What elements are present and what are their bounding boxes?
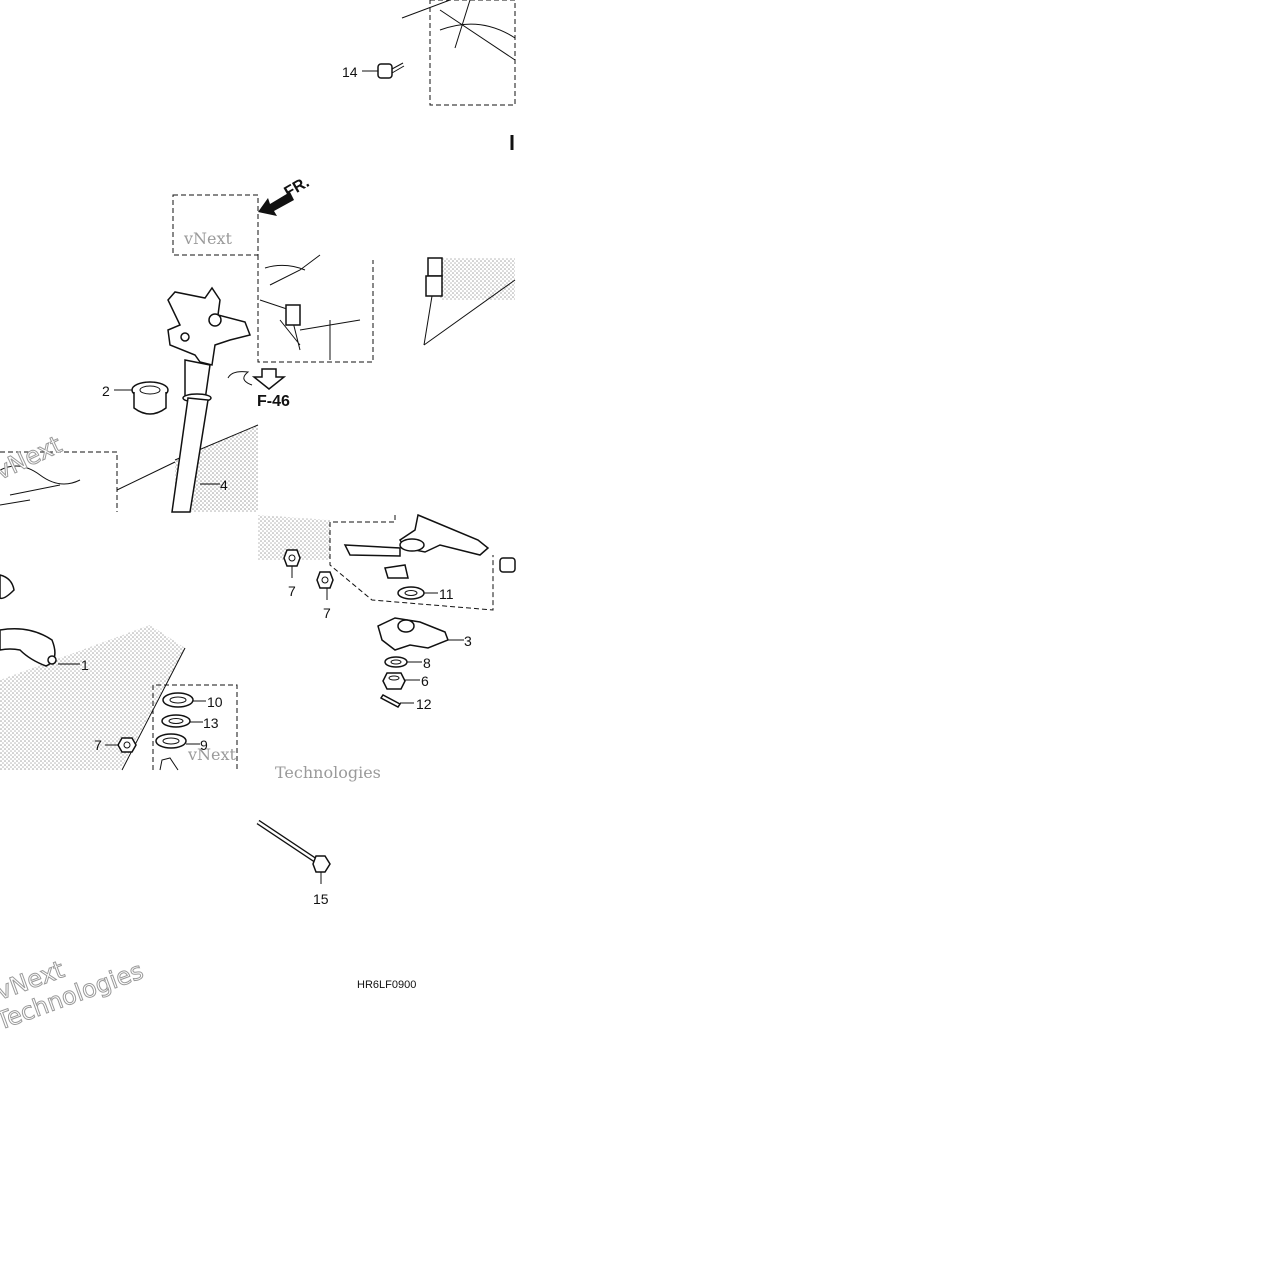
callout-13: 13 — [203, 715, 219, 731]
callout-7-b: 7 — [323, 605, 331, 621]
watermark-lower: Technologies — [275, 763, 381, 782]
callout-15: 15 — [313, 891, 329, 907]
callout-7-a: 7 — [288, 583, 296, 599]
part-4-steering-shaft: 4 — [171, 397, 259, 513]
part-7-nut-left: 7 — [94, 737, 137, 753]
callout-4: 4 — [220, 477, 228, 493]
part-12-cotter-pin: 12 — [379, 694, 432, 712]
callout-12: 12 — [416, 696, 432, 712]
part-14-bolt: 14 — [342, 62, 405, 80]
front-direction-arrow: FR. — [258, 174, 312, 216]
callout-9: 9 — [200, 737, 208, 753]
watermark-text: vNext — [183, 229, 233, 248]
diagram-code: HR6LF0900 — [357, 979, 416, 991]
callout-14: 14 — [342, 64, 358, 80]
callout-10: 10 — [207, 694, 223, 710]
panel-shaft-end — [423, 257, 516, 346]
callout-6: 6 — [421, 673, 429, 689]
cross-reference-label: F-46 — [257, 393, 290, 410]
watermark-outline: vNext — [0, 430, 66, 485]
cross-reference: F-46 — [227, 368, 290, 410]
watermark-word: Technologies — [275, 763, 381, 782]
part-15-bolt: 15 — [256, 819, 331, 907]
part-8-washer: 8 — [384, 655, 431, 671]
watermark-text-2: vNext — [187, 745, 237, 764]
callout-1: 1 — [81, 657, 89, 673]
part-3-arm: 3 — [377, 617, 472, 651]
panel-lower-mid: 7 7 — [258, 515, 334, 621]
panel-arm: 11 — [329, 513, 516, 611]
part-2-seal: 2 — [102, 381, 169, 415]
panel-top — [401, 0, 516, 150]
panel-left-mid: vNext — [0, 430, 176, 512]
bearing-stack: 10 13 9 vNext — [152, 684, 238, 771]
callout-7-left: 7 — [94, 737, 102, 753]
callout-2: 2 — [102, 383, 110, 399]
panel-column-top: vNext — [167, 194, 259, 403]
watermark-bottom-left: vNext Technologies — [0, 955, 147, 1037]
part-9-bearing: 9 — [155, 733, 208, 753]
part-10-bearing: 10 — [162, 692, 223, 710]
callout-11: 11 — [439, 586, 454, 602]
part-6-nut: 6 — [382, 672, 429, 690]
part-11-seal: 11 — [397, 586, 454, 602]
part-7-nut-b: 7 — [316, 571, 334, 621]
part-13-seal: 13 — [161, 714, 219, 731]
panel-middle — [257, 254, 374, 363]
callout-3: 3 — [464, 633, 472, 649]
part-7-nut-a: 7 — [283, 549, 301, 599]
callout-8: 8 — [423, 655, 431, 671]
